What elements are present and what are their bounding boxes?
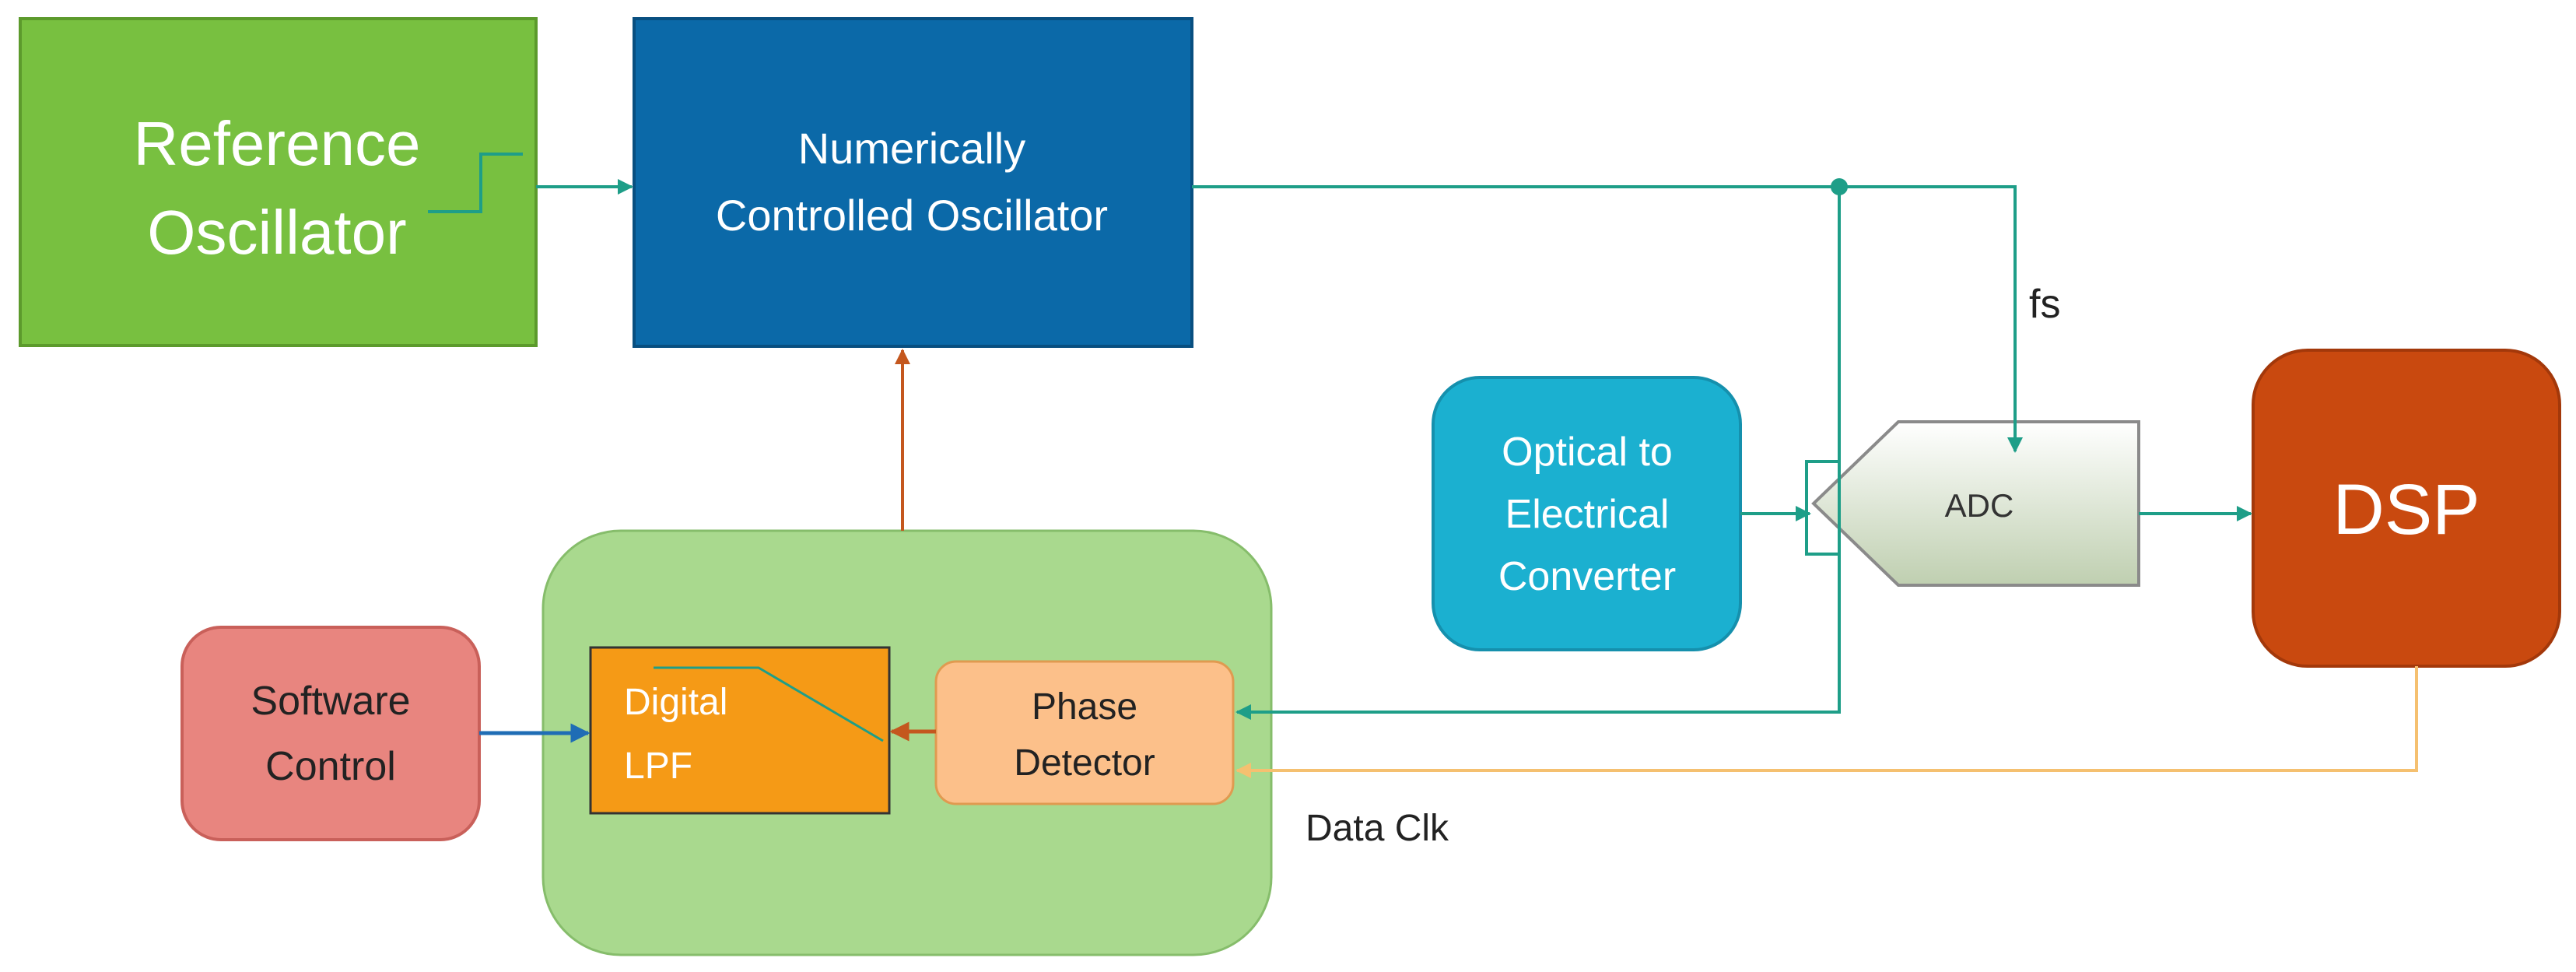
optical-converter-label-line2: Electrical xyxy=(1505,492,1670,537)
software-control-label-line1: Software xyxy=(251,679,410,724)
ref-to-nco-arrow xyxy=(428,153,523,213)
fs-label: fs xyxy=(2029,282,2060,327)
digital-lpf-block xyxy=(589,646,891,815)
nco-label-line1: Numerically xyxy=(798,124,1026,173)
nco-label-line2: Controlled Oscillator xyxy=(716,191,1108,240)
phase-detector-label-line1: Phase xyxy=(1032,686,1137,728)
optical-converter-label-line1: Optical to xyxy=(1502,430,1673,475)
reference-oscillator-block xyxy=(19,17,538,347)
dsp-label: DSP xyxy=(2332,470,2480,549)
software-control-label-line2: Control xyxy=(265,744,396,789)
nco-block xyxy=(633,17,1193,348)
pll-group-background xyxy=(541,529,1273,956)
nco-to-adc-clock xyxy=(1192,185,2023,453)
software-control-block xyxy=(180,626,481,841)
digital-lpf-label-line2: LPF xyxy=(624,746,692,787)
data-clk-label: Data Clk xyxy=(1306,808,1449,849)
adc-label: ADC xyxy=(1945,487,2014,524)
clock-to-phase-detector xyxy=(1235,187,1841,720)
digital-lpf-label-line1: Digital xyxy=(624,682,727,723)
reference-oscillator-label-line2: Oscillator xyxy=(147,198,406,267)
data-clk-line xyxy=(1235,666,2418,778)
phase-detector-label-line2: Detector xyxy=(1014,742,1155,784)
lpf-response-icon xyxy=(654,666,884,742)
optical-converter-label-line3: Converter xyxy=(1498,554,1676,599)
dsp-block xyxy=(2252,349,2561,668)
reference-oscillator-label-line1: Reference xyxy=(133,109,420,178)
adc-block xyxy=(1811,420,2140,587)
